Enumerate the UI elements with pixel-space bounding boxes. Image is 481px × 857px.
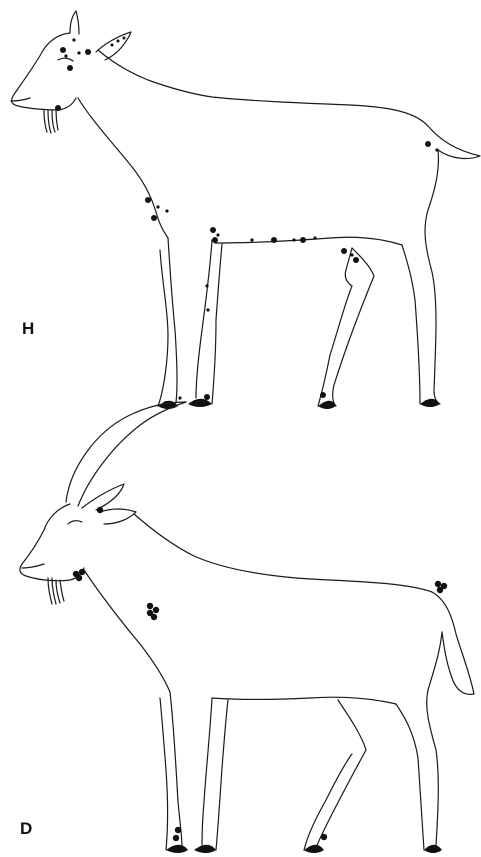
goat-h-outline [11, 11, 480, 409]
marker-dot-large [97, 507, 103, 513]
marker-dot-large [147, 603, 153, 609]
marker-dot-small [72, 38, 75, 41]
marker-dot-small [313, 236, 316, 239]
marker-dot-small [216, 233, 219, 236]
marker-dot-small [435, 148, 438, 151]
goat-d-drawing [0, 398, 481, 857]
goat-h-markers [55, 37, 439, 408]
marker-dot-small [205, 284, 208, 287]
marker-dot-large [85, 49, 91, 55]
marker-dot-small [77, 51, 80, 54]
marker-dot-large [271, 237, 277, 243]
marker-dot-large [60, 47, 66, 53]
marker-dot-small [350, 253, 353, 256]
marker-dot-large [55, 105, 61, 111]
marker-dot-large [353, 257, 359, 263]
marker-dot-large [153, 607, 159, 613]
marker-dot-small [165, 209, 168, 212]
panel-d: D [0, 398, 481, 857]
marker-dot-small [123, 37, 126, 40]
marker-dot-large [341, 248, 347, 254]
marker-dot-large [151, 614, 157, 620]
marker-dot-small [117, 40, 120, 43]
marker-dot-small [111, 44, 114, 47]
marker-dot-small [64, 54, 67, 57]
marker-dot-small [250, 238, 253, 241]
marker-dot-large [173, 835, 179, 841]
marker-dot-large [210, 227, 216, 233]
marker-dot-small [206, 308, 209, 311]
marker-dot-large [145, 197, 151, 203]
goat-d-outline [20, 402, 474, 853]
marker-dot-large [151, 215, 157, 221]
panel-h: H [0, 0, 481, 430]
marker-dot-large [67, 65, 73, 71]
panel-label-h: H [22, 320, 34, 337]
panel-label-d: D [20, 820, 32, 837]
marker-dot-large [300, 237, 306, 243]
marker-dot-large [175, 827, 181, 833]
marker-dot-large [321, 834, 327, 840]
marker-dot-large [437, 587, 443, 593]
marker-dot-large [425, 141, 431, 147]
marker-dot-large [435, 581, 441, 587]
marker-dot-small [292, 238, 295, 241]
marker-dot-large [76, 575, 82, 581]
marker-dot-small [156, 205, 159, 208]
goat-d-markers [73, 507, 447, 841]
marker-dot-large [212, 237, 218, 243]
marker-dot-large [79, 569, 85, 575]
goat-h-drawing [0, 0, 481, 430]
